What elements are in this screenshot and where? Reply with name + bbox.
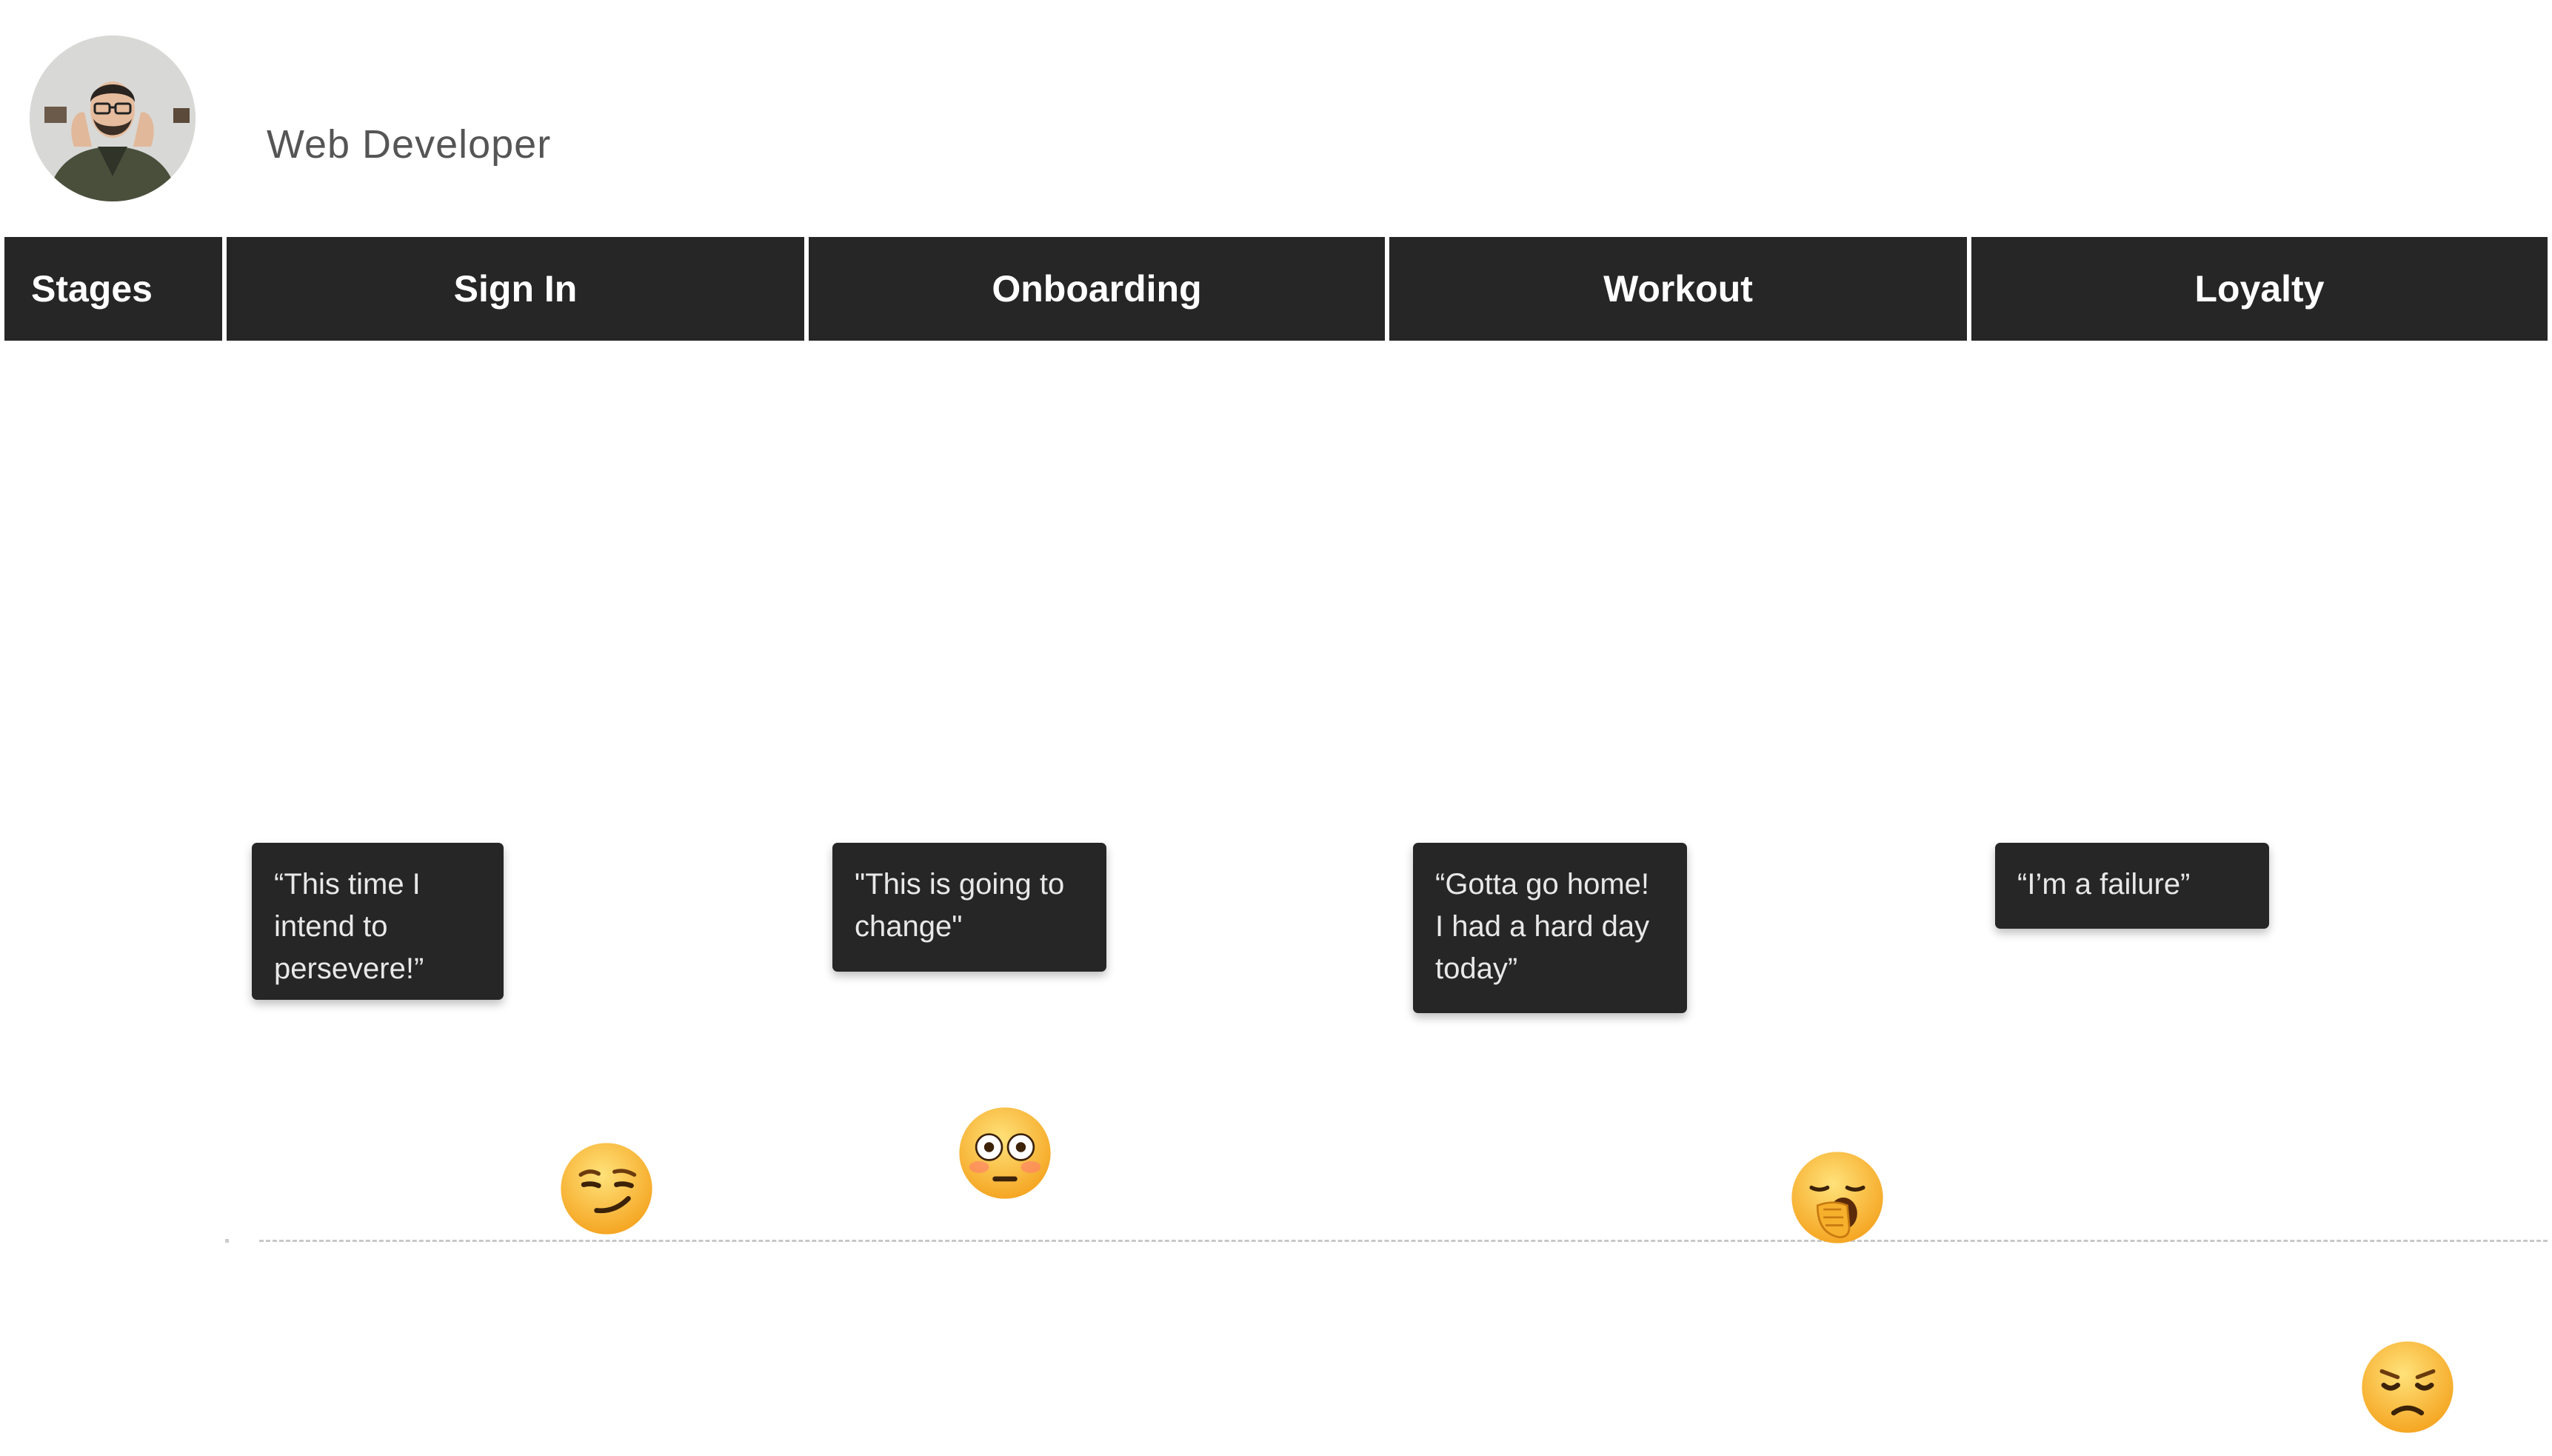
- stage-label: Sign In: [453, 268, 578, 310]
- persona-title: Web Developer: [267, 122, 552, 167]
- baseline-start-dot: [225, 1239, 229, 1243]
- stage-label: Workout: [1603, 268, 1753, 310]
- quote-sign-in: “This time I intend to persevere!”: [252, 843, 504, 1000]
- stage-header-workout: Workout: [1389, 237, 1967, 341]
- stage-header-loyalty: Loyalty: [1971, 237, 2548, 341]
- flushed-face-icon: [955, 1103, 1055, 1203]
- stage-header-sign-in: Sign In: [227, 237, 804, 341]
- stages-header-label: Stages: [31, 268, 153, 310]
- persona-avatar: [30, 36, 196, 201]
- quote-onboarding: "This is going to change": [832, 843, 1106, 972]
- stages-header: Stages: [4, 237, 222, 341]
- smirking-face-icon: [557, 1139, 656, 1238]
- quote-loyalty: “I’m a failure”: [1995, 843, 2269, 929]
- yawning-face-icon: [1788, 1148, 1887, 1247]
- disappointed-face-icon: [2358, 1338, 2457, 1437]
- stage-label: Onboarding: [992, 268, 1202, 310]
- stage-header-onboarding: Onboarding: [809, 237, 1385, 341]
- stage-label: Loyalty: [2194, 268, 2325, 310]
- quote-workout: “Gotta go home! I had a hard day today”: [1413, 843, 1687, 1013]
- emotion-baseline: [259, 1240, 2548, 1242]
